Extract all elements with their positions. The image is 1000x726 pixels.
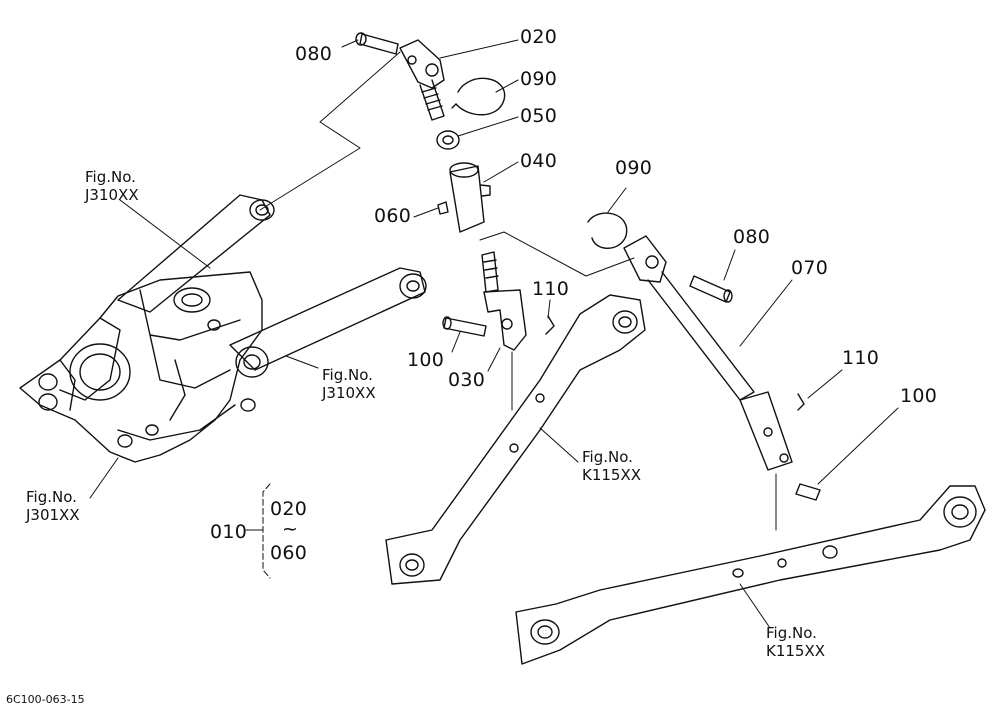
callout-100-right: 100: [900, 385, 938, 407]
lower-links: [385, 294, 986, 665]
fig-ref-label: Fig.No.: [766, 624, 817, 642]
callout-090-top: 090: [520, 68, 558, 90]
fig-ref-number: J301XX: [26, 506, 80, 524]
group-end-060: 060: [270, 542, 308, 564]
fig-ref-j301: Fig.No. J301XX: [26, 488, 80, 524]
callout-040: 040: [520, 150, 558, 172]
fig-ref-k115-a: Fig.No. K115XX: [582, 448, 641, 484]
callout-060: 060: [374, 205, 412, 227]
fig-ref-label: Fig.No.: [582, 448, 633, 466]
fig-ref-label: Fig.No.: [85, 168, 136, 186]
fig-ref-number: J310XX: [322, 384, 376, 402]
callout-050: 050: [520, 105, 558, 127]
callout-110-left: 110: [532, 278, 570, 300]
callout-100-left: 100: [407, 349, 445, 371]
callout-010: 010: [210, 521, 248, 543]
fig-ref-number: K115XX: [582, 466, 642, 484]
callout-080-top: 080: [295, 43, 333, 65]
top-link-parts: [355, 32, 555, 351]
fig-ref-number: J310XX: [85, 186, 139, 204]
lift-rod-assembly: [587, 212, 821, 501]
drawing-code: 6C100-063-15: [6, 693, 85, 706]
callout-110-right: 110: [842, 347, 880, 369]
callout-070: 070: [791, 257, 829, 279]
callout-030: 030: [448, 369, 486, 391]
leader-lines: [89, 39, 899, 629]
fig-ref-j310-top: Fig.No. J310XX: [85, 168, 139, 204]
fig-ref-k115-b: Fig.No. K115XX: [766, 624, 825, 660]
fig-ref-j310-mid: Fig.No. J310XX: [322, 366, 376, 402]
hydraulic-housing: [19, 194, 427, 463]
group-start-020: 020: [270, 498, 308, 520]
callout-020: 020: [520, 26, 558, 48]
callout-090-right: 090: [615, 157, 653, 179]
fig-ref-label: Fig.No.: [322, 366, 373, 384]
callout-080-right: 080: [733, 226, 771, 248]
group-range-separator: ~: [282, 518, 298, 540]
fig-ref-label: Fig.No.: [26, 488, 77, 506]
fig-ref-number: K115XX: [766, 642, 826, 660]
